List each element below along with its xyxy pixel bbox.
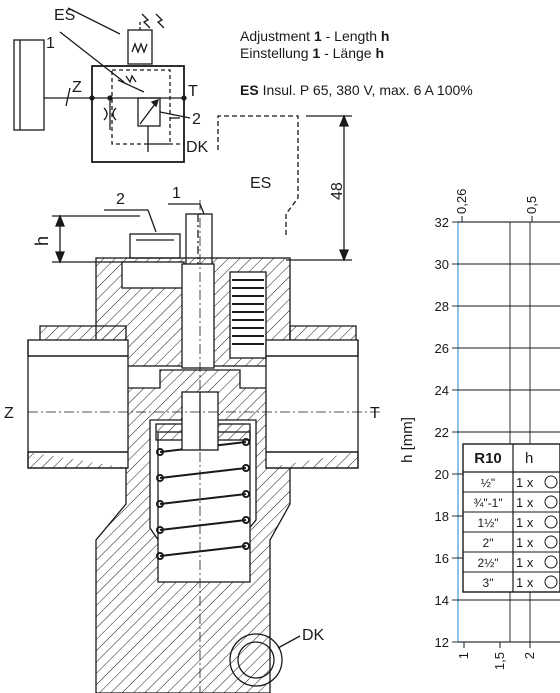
hydraulic-schematic	[13, 7, 191, 163]
h-chart: 32 30 28 26 24 22 20 18 16 14 12 0,26 0,5 1 1,5 2 h [mm]…	[399, 189, 560, 670]
y-tick-label: 32	[435, 215, 449, 230]
section-2-label: 2	[116, 191, 125, 208]
table-cell-symbol	[544, 475, 558, 489]
bottom-tick-label: 2	[522, 652, 537, 659]
table-header-h: h	[525, 450, 533, 467]
table-cell-size: ½"	[481, 476, 495, 490]
header-line-2: Einstellung 1 - Länge h	[240, 45, 385, 61]
section-dk-label: DK	[302, 627, 325, 644]
section-t-label: T	[370, 405, 380, 422]
table-cell-size: 3"	[483, 576, 494, 590]
table-cell-symbol	[544, 515, 558, 529]
y-tick-label: 24	[435, 383, 449, 398]
y-tick-label: 18	[435, 509, 449, 524]
section-1-label: 1	[172, 185, 181, 202]
y-tick-label: 14	[435, 593, 449, 608]
port-z	[27, 339, 129, 469]
y-tick-label: 22	[435, 425, 449, 440]
bottom-tick-label: 1	[456, 652, 471, 659]
section-48-label: 48	[329, 182, 346, 200]
pilot-dashed-box	[111, 69, 171, 145]
section-h-label: h	[32, 236, 52, 246]
bottom-tick-label: 1,5	[492, 652, 507, 670]
y-tick-label: 26	[435, 341, 449, 356]
y-tick-label: 30	[435, 257, 449, 272]
dk-leader	[277, 635, 301, 649]
valve-housing-symbol	[91, 65, 185, 163]
table-cell-h: 1 x	[516, 555, 534, 570]
schematic-2-label: 2	[192, 111, 201, 128]
y-tick-label: 20	[435, 467, 449, 482]
table-cell-h: 1 x	[516, 475, 534, 490]
table-cell-size: 2"	[483, 536, 494, 550]
table-cell-h: 1 x	[516, 515, 534, 530]
main-spring	[156, 438, 250, 560]
valve-section-view	[27, 114, 380, 693]
schematic-t-label: T	[188, 83, 198, 100]
es-lightning-symbol	[141, 13, 151, 29]
table-cell-symbol	[544, 555, 558, 569]
table-cell-h: 1 x	[516, 535, 534, 550]
schematic-dk-label: DK	[186, 139, 209, 156]
es-leader	[67, 7, 121, 35]
table-cell-symbol	[544, 575, 558, 589]
section-z-label: Z	[4, 405, 14, 422]
top-tick-label: 0,26	[454, 189, 469, 214]
y-tick-label: 28	[435, 299, 449, 314]
pilot-spring-chamber	[229, 271, 267, 359]
schematic-z-label: Z	[72, 79, 82, 96]
main-spring-chamber	[157, 431, 251, 583]
table-cell-h: 1 x	[516, 495, 534, 510]
accumulator-symbol	[13, 39, 45, 131]
table-cell-symbol	[544, 495, 558, 509]
schematic-es-label: ES	[54, 7, 75, 24]
size-table	[462, 443, 560, 593]
table-header-r10: R10	[474, 450, 502, 467]
top-tick-label: 0,5	[524, 196, 539, 214]
header-es-spec: ES Insul. P 65, 380 V, max. 6 A 100%	[240, 82, 473, 98]
table-cell-h: 1 x	[516, 575, 534, 590]
y-axis-label: h [mm]	[399, 417, 416, 463]
header-line-1: Adjustment 1 - Length h	[240, 28, 390, 44]
section-es-label: ES	[250, 175, 271, 192]
adjustment-screw-2	[129, 233, 181, 259]
es-spring-symbol	[131, 42, 148, 54]
es-dashed-outline	[217, 115, 299, 236]
y-tick-label: 16	[435, 551, 449, 566]
y-tick-label: 12	[435, 635, 449, 650]
table-cell-symbol	[544, 535, 558, 549]
label-2-leader	[159, 111, 191, 119]
table-cell-size: 2½"	[478, 556, 499, 570]
port-t	[265, 339, 359, 469]
table-cell-size: ¾"-1"	[473, 496, 502, 510]
schematic-1-label: 1	[46, 35, 55, 52]
port-dk	[229, 633, 283, 687]
label-1-leader	[59, 31, 125, 83]
table-cell-size: 1½"	[478, 516, 499, 530]
